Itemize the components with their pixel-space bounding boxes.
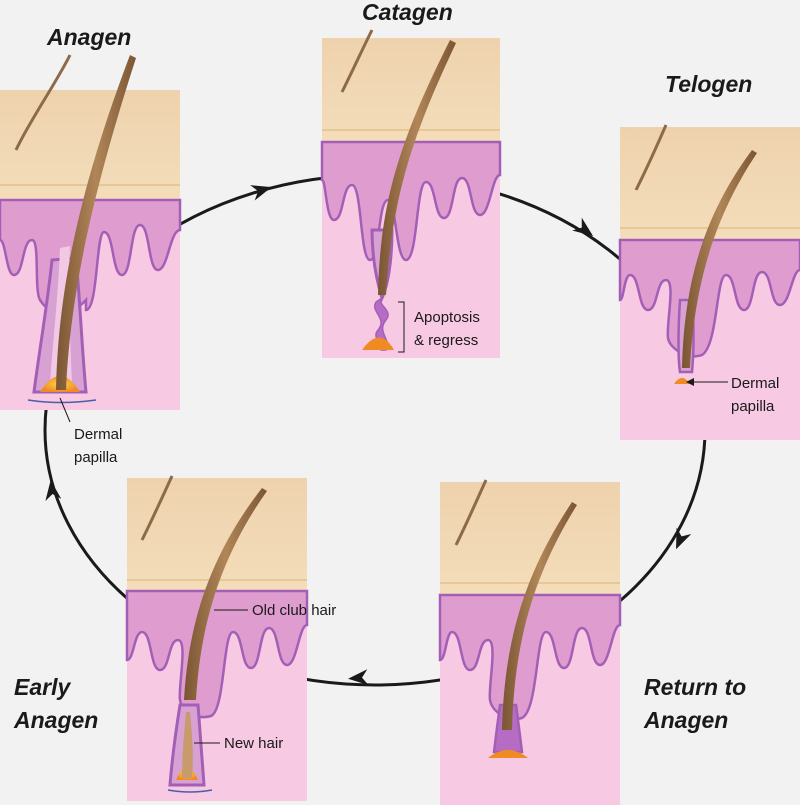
title-catagen: Catagen [362,0,453,25]
label-telogen-papilla: papilla [731,398,775,415]
panel-anagen [0,54,182,423]
label-old-club-hair: Old club hair [252,602,336,619]
panel-telogen [618,124,800,440]
title-early-line2: Anagen [13,707,98,733]
label-telogen-dermal: Dermal [731,375,779,392]
label-new-hair: New hair [224,735,283,752]
label-catagen-regress: & regress [414,332,478,349]
title-return-line2: Anagen [643,707,728,733]
title-early-line1: Early [14,674,71,700]
label-catagen-apoptosis: Apoptosis [414,309,480,326]
panel-early-anagen [125,475,309,801]
title-return-line1: Return to [644,674,746,700]
label-anagen-dermal: Dermal [74,426,122,443]
cycle-arrow-4 [348,669,369,686]
label-anagen-papilla: papilla [74,449,118,466]
panel-return-to-anagen [438,479,622,805]
title-anagen: Anagen [46,24,131,50]
panel-catagen [320,29,502,358]
title-telogen: Telogen [665,71,752,97]
